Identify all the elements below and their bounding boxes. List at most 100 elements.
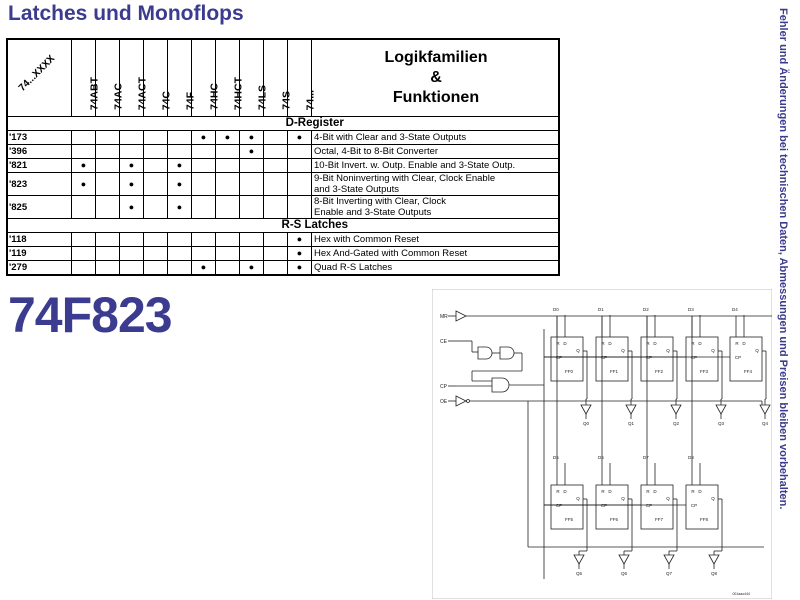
- flipflop-box: [640, 336, 674, 382]
- support-cell: ●: [119, 172, 144, 196]
- support-cell: ●: [191, 260, 216, 276]
- family-header: 74F: [167, 38, 196, 117]
- ff-pin-cp: CP: [735, 355, 741, 360]
- ff-name: FF2: [655, 369, 663, 374]
- ff-name: FF5: [565, 517, 573, 522]
- family-header: 74...: [287, 38, 316, 117]
- support-cell: ●: [71, 158, 96, 173]
- ff-name: FF7: [655, 517, 663, 522]
- table-row: '118●Hex with Common Reset: [6, 232, 560, 247]
- ff-pin-cp: CP: [691, 355, 697, 360]
- table-row: '279●●●Quad R-S Latches: [6, 260, 560, 276]
- corner-label: 74...XXXX: [16, 53, 58, 94]
- flipflop-box: [729, 336, 763, 382]
- support-cell: [71, 260, 96, 276]
- support-cell: [263, 195, 288, 219]
- side-note-text: Fehler und Änderungen bei technischen Da…: [777, 8, 789, 510]
- output-buffer: [759, 404, 771, 415]
- ff-pin-r: R: [691, 341, 695, 346]
- header-title-line: &: [430, 69, 442, 86]
- support-cell: [263, 232, 288, 247]
- ff-pin-r: R: [601, 489, 605, 494]
- function-description: Quad R-S Latches: [311, 260, 560, 276]
- support-cell: [143, 172, 168, 196]
- output-buffer: [618, 554, 630, 565]
- ff-pin-q: Q: [711, 496, 715, 501]
- family-header: 74C: [143, 38, 172, 117]
- support-cell: [143, 158, 168, 173]
- ff-pin-r: R: [691, 489, 695, 494]
- support-cell: [143, 232, 168, 247]
- ff-pin-q: Q: [755, 348, 759, 353]
- flipflop-box: [550, 336, 584, 382]
- ff-pin-q: Q: [666, 348, 670, 353]
- support-cell: [287, 195, 312, 219]
- ff-pin-r: R: [601, 341, 605, 346]
- support-cell: ●: [119, 158, 144, 173]
- output-buffer: [573, 554, 585, 565]
- support-cell: [143, 246, 168, 261]
- data-input-label: D4: [732, 307, 738, 312]
- data-input-label: D6: [598, 455, 604, 460]
- support-cell: [191, 158, 216, 173]
- ff-pin-r: R: [646, 341, 650, 346]
- support-cell: [167, 130, 192, 145]
- cp-label: CP: [440, 384, 448, 390]
- data-input-label: D3: [688, 307, 694, 312]
- table-row: '821●●●10-Bit Invert. w. Outp. Enable an…: [6, 158, 560, 173]
- support-cell: [215, 232, 240, 247]
- part-code: '825: [6, 195, 72, 219]
- support-cell: [263, 172, 288, 196]
- function-line: Hex with Common Reset: [314, 234, 420, 245]
- header-title-cell: Logikfamilien&Funktionen: [311, 38, 560, 117]
- table-row: '119●Hex And-Gated with Common Reset: [6, 246, 560, 261]
- section-row: R-S Latches: [6, 218, 560, 233]
- ff-pin-cp: CP: [601, 503, 607, 508]
- support-cell: ●: [287, 232, 312, 247]
- ff-pin-q: Q: [576, 496, 580, 501]
- function-line: Hex And-Gated with Common Reset: [314, 248, 468, 259]
- function-line: 4-Bit with Clear and 3-State Outputs: [314, 132, 467, 143]
- and-gate-cp: [491, 377, 510, 393]
- support-cell: [95, 260, 120, 276]
- support-cell: [71, 130, 96, 145]
- support-cell: [287, 172, 312, 196]
- and-gate-1: [477, 346, 493, 360]
- support-cell: [71, 144, 96, 159]
- support-cell: [215, 144, 240, 159]
- support-cell: [263, 246, 288, 261]
- ff-name: FF6: [610, 517, 618, 522]
- support-cell: ●: [167, 195, 192, 219]
- support-cell: [191, 195, 216, 219]
- support-cell: ●: [287, 130, 312, 145]
- ff-pin-d: D: [563, 341, 567, 346]
- section-spacer: [6, 116, 72, 131]
- support-cell: ●: [191, 130, 216, 145]
- flipflop-box: [685, 336, 719, 382]
- output-label: Q2: [673, 421, 680, 426]
- data-input-label: D7: [643, 455, 649, 460]
- ff-pin-d: D: [653, 489, 657, 494]
- support-cell: [95, 172, 120, 196]
- output-label: Q8: [711, 571, 718, 576]
- support-cell: ●: [239, 144, 264, 159]
- support-cell: [263, 158, 288, 173]
- ff-pin-r: R: [556, 341, 560, 346]
- ff-pin-d: D: [608, 341, 612, 346]
- part-code: '279: [6, 260, 72, 276]
- support-cell: [239, 195, 264, 219]
- support-cell: [143, 130, 168, 145]
- support-cell: ●: [119, 195, 144, 219]
- output-buffer: [708, 554, 720, 565]
- ff-pin-q: Q: [621, 348, 625, 353]
- support-cell: ●: [287, 260, 312, 276]
- ff-name: FF3: [700, 369, 708, 374]
- table-row: '173●●●●4-Bit with Clear and 3-State Out…: [6, 130, 560, 145]
- function-line: Octal, 4-Bit to 8-Bit Converter: [314, 146, 439, 157]
- support-cell: [263, 260, 288, 276]
- ff-pin-r: R: [735, 341, 739, 346]
- oe-bubble: [466, 399, 470, 403]
- support-cell: [119, 232, 144, 247]
